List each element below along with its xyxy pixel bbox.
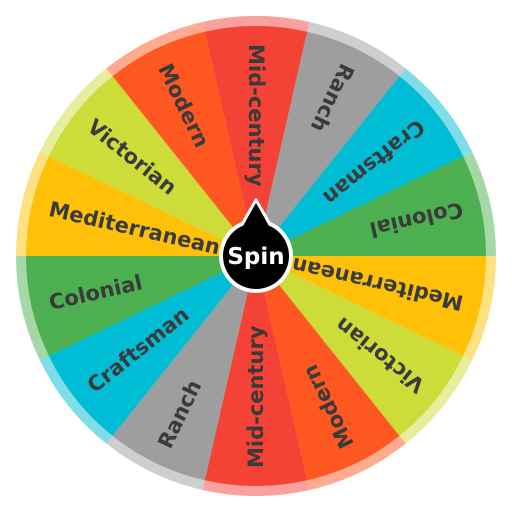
wheel-segment [256, 31, 400, 256]
wheel-segment [112, 256, 256, 481]
spin-button[interactable]: Spin [219, 198, 293, 293]
wheel-segment [256, 256, 464, 436]
wheel-segment [256, 256, 486, 356]
wheel-segment [26, 156, 256, 256]
wheel-segment [48, 256, 256, 436]
spin-pointer-fill [243, 204, 269, 226]
wheel-segment-label: Mid-century [244, 44, 268, 187]
wheel-segment-label: Mid-century [244, 325, 268, 468]
wheel-segment [112, 31, 256, 256]
wheel-segment [204, 256, 308, 486]
wheel-segment [256, 156, 486, 256]
wheel-segment [48, 76, 256, 257]
wheel-segment [204, 26, 308, 257]
wheel-segment [256, 256, 400, 481]
wheel-segments [26, 26, 486, 486]
wheel-segment [26, 256, 256, 356]
wheel-segment [256, 76, 464, 257]
spin-button-label: Spin [227, 244, 284, 270]
spin-button-core [223, 223, 289, 289]
